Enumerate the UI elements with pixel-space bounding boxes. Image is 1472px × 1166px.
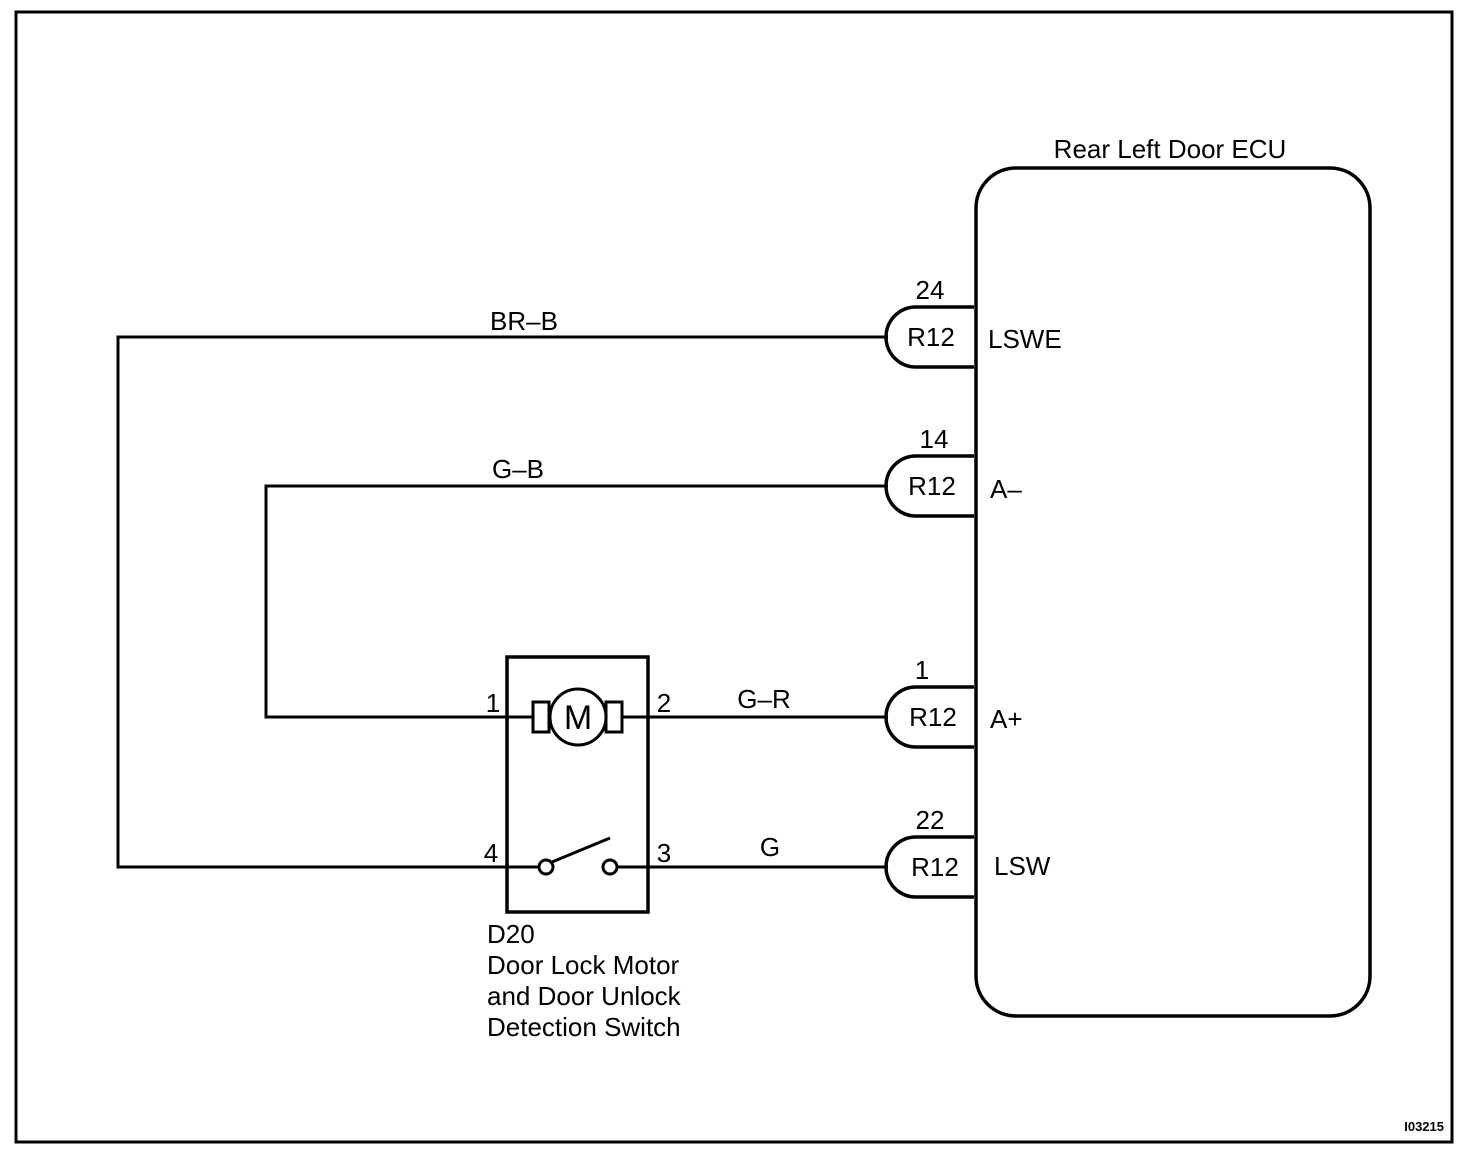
pin-label-2: 2: [657, 688, 671, 718]
connector-shape: [884, 454, 974, 518]
terminal-label: LSWE: [988, 324, 1062, 354]
motor-brush-left: [531, 700, 551, 734]
ecu-box: [974, 166, 1372, 1018]
terminal-label: A–: [990, 474, 1022, 504]
connector-pin: 1: [915, 655, 929, 685]
connector-shape: [884, 835, 974, 899]
connector-shape: [884, 305, 974, 369]
terminal-label: A+: [990, 704, 1023, 734]
connector-shape: [884, 685, 974, 749]
connector-a-minus: R12 14 A–: [884, 424, 1022, 518]
switch-contact-left: [537, 858, 555, 876]
motor-symbol: M: [564, 699, 592, 737]
wire-lswe: [116, 335, 888, 869]
switch-blade: [551, 836, 611, 864]
connector-lswe: R12 24 LSWE: [884, 275, 1062, 369]
diagram-frame: [14, 10, 1454, 1144]
motor-brush-right: [604, 700, 624, 734]
wire-label-a-minus: G–B: [492, 454, 544, 484]
component-name-line1: Door Lock Motor: [487, 950, 680, 980]
connector-code: R12: [907, 322, 955, 352]
component-box: [505, 655, 650, 914]
connector-pin: 22: [916, 805, 945, 835]
connector-lsw: R12 22 LSW: [884, 805, 1051, 899]
connector-a-plus: R12 1 A+: [884, 655, 1023, 749]
wire-label-lsw: G: [760, 832, 780, 862]
terminal-label: LSW: [994, 851, 1051, 881]
connector-code: R12: [911, 852, 959, 882]
motor-icon: [548, 687, 608, 747]
connector-pin: 24: [916, 275, 945, 305]
pin-label-3: 3: [657, 838, 671, 868]
wire-label-a-plus: G–R: [737, 684, 790, 714]
wire-label-lswe: BR–B: [490, 306, 558, 336]
ecu-title: Rear Left Door ECU: [1054, 134, 1287, 164]
figure-id: I03215: [1404, 1119, 1444, 1134]
wire-a-minus: [264, 484, 888, 719]
connector-code: R12: [909, 702, 957, 732]
component-id: D20: [487, 919, 535, 949]
component-name-line3: Detection Switch: [487, 1012, 681, 1042]
connector-pin: 14: [920, 424, 949, 454]
connector-code: R12: [908, 471, 956, 501]
pin-label-4: 4: [484, 838, 498, 868]
switch-contact-right: [601, 858, 619, 876]
component-d20: M 1 2 3 4 D20 Door Lock Motor and Door U…: [484, 655, 682, 1042]
pin-label-1: 1: [486, 688, 500, 718]
component-name-line2: and Door Unlock: [487, 981, 682, 1011]
